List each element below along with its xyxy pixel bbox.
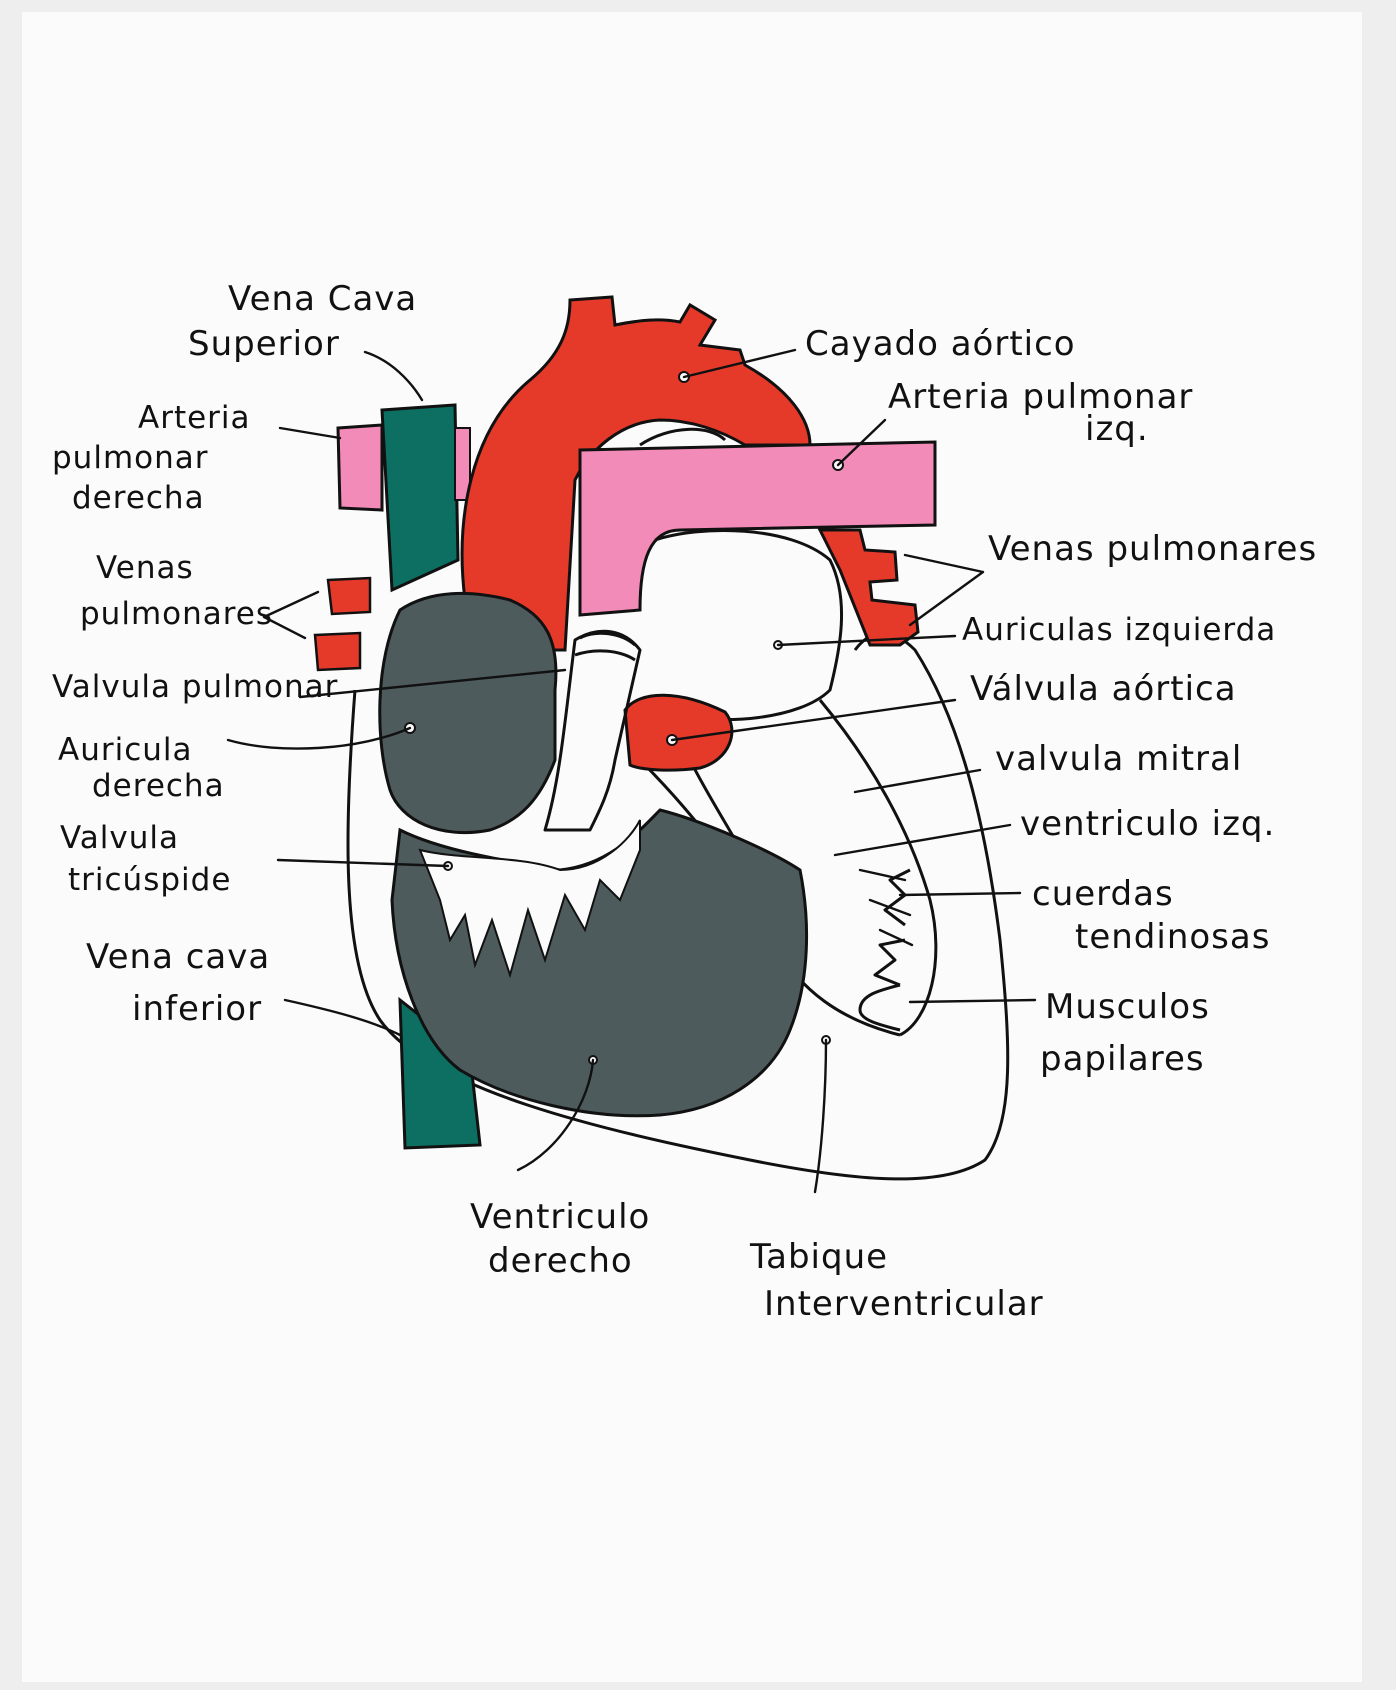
label-cayado-aortico: Cayado aórtico: [805, 324, 1076, 364]
right-pulmonary-artery-shape: [338, 425, 382, 510]
left-pulmonary-vein-2: [315, 633, 360, 670]
label-ventriculo-izq: ventriculo izq.: [1020, 804, 1275, 844]
left-pulmonary-vein-1: [328, 578, 370, 614]
label-auriculas-izquierda: Auriculas izquierda: [962, 612, 1276, 648]
label-valvula-pulmonar: Valvula pulmonar: [52, 669, 338, 705]
right-atrium-shape: [380, 593, 556, 832]
label-valvula-aortica: Válvula aórtica: [970, 669, 1237, 709]
label-valvula-mitral: valvula mitral: [995, 739, 1242, 779]
label-venas-pulmonares-right: Venas pulmonares: [988, 529, 1317, 569]
vena-cava-superior-shape: [382, 405, 458, 590]
